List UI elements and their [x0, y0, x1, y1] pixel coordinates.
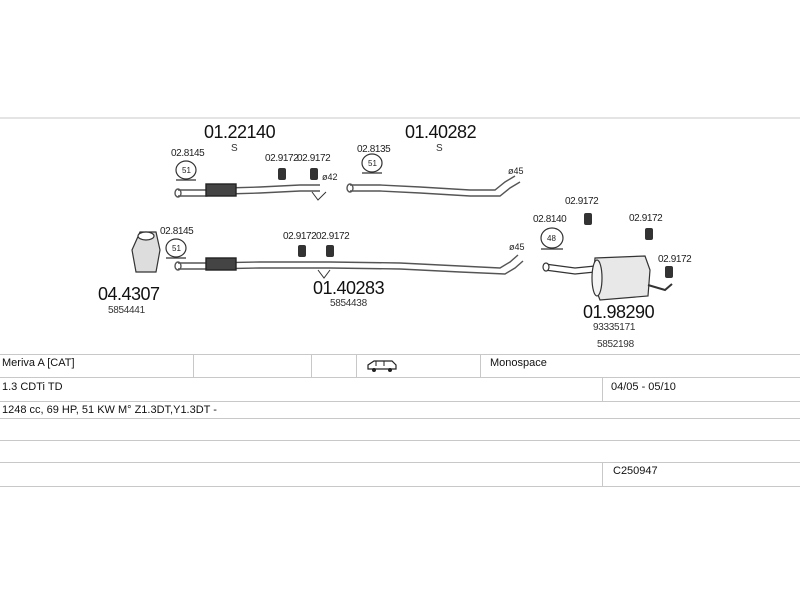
front-pipe-number: 01.22140 [204, 122, 276, 142]
rubber-hanger-5-drawing [584, 213, 592, 225]
rubber-1-number: 02.9172 [265, 153, 299, 164]
rubber-6-number: 02.9172 [629, 213, 663, 224]
van-icon [367, 360, 397, 372]
table-line [0, 462, 800, 463]
clamp-c-number: 02.8140 [533, 214, 567, 225]
clamp-c-size: 48 [547, 234, 556, 243]
diameter-45-lower: ø45 [509, 242, 525, 252]
rubber-7-number: 02.9172 [658, 254, 692, 265]
catalyst-drawing [131, 231, 161, 273]
catalog-code: C250947 [613, 465, 658, 477]
table-divider [356, 354, 357, 377]
table-line [0, 354, 800, 355]
rubber-hanger-3-drawing [298, 245, 306, 257]
rear-silencer-number: 01.98290 [583, 302, 655, 322]
front-pipe-suffix: S [231, 143, 238, 154]
table-line [0, 486, 800, 487]
rubber-hanger-1-drawing [278, 168, 286, 180]
rear-pipe-upper-suffix: S [436, 143, 443, 154]
rubber-hanger-7-drawing [665, 266, 673, 278]
clamp-c-drawing [540, 227, 564, 250]
clamp-a1-drawing [175, 160, 197, 181]
clamp-a1-number: 02.8145 [171, 148, 205, 159]
diameter-42: ø42 [322, 172, 338, 182]
engine-details: 1248 cc, 69 HP, 51 KW M° Z1.3DT,Y1.3DT - [2, 404, 217, 416]
rubber-3-number: 02.9172 [283, 231, 317, 242]
table-divider [311, 354, 312, 377]
clamp-b-drawing [361, 153, 383, 174]
table-divider [602, 462, 603, 486]
clamp-a2-number: 02.8145 [160, 226, 194, 237]
catalyst-number: 04.4307 [98, 284, 160, 304]
table-line [0, 440, 800, 441]
rear-silencer-oem-1: 93335171 [593, 322, 636, 333]
table-divider [602, 377, 603, 401]
table-divider [480, 354, 481, 377]
clamp-b-number: 02.8135 [357, 144, 391, 155]
rear-silencer-drawing [542, 255, 673, 301]
engine: 1.3 CDTi TD [2, 381, 63, 393]
table-line [0, 418, 800, 419]
rubber-5-number: 02.9172 [565, 196, 599, 207]
front-pipe [174, 183, 320, 198]
vehicle-model: Meriva A [CAT] [2, 357, 75, 369]
table-line [0, 401, 800, 402]
mid-pipe-oem: 5854438 [330, 298, 367, 309]
clamp-a2-size: 51 [172, 244, 181, 253]
clamp-b-size: 51 [368, 159, 377, 168]
rear-pipe-upper [346, 175, 521, 197]
rubber-hanger-2-drawing [310, 168, 318, 180]
rubber-hanger-6-drawing [645, 228, 653, 240]
production-years: 04/05 - 05/10 [611, 381, 676, 393]
mid-pipe [174, 254, 524, 275]
rear-silencer-oem-2: 5852198 [597, 339, 634, 350]
rubber-hanger-4-drawing [326, 245, 334, 257]
mid-pipe-number: 01.40283 [313, 278, 385, 298]
clamp-a1-size: 51 [182, 166, 191, 175]
clamp-a2-drawing [165, 238, 187, 259]
table-line [0, 377, 800, 378]
rubber-2-number: 02.9172 [297, 153, 331, 164]
body-type: Monospace [490, 357, 547, 369]
table-divider [193, 354, 194, 377]
rear-pipe-upper-number: 01.40282 [405, 122, 477, 142]
rubber-4-number: 02.9172 [316, 231, 350, 242]
diameter-45-upper: ø45 [508, 166, 524, 176]
catalyst-oem: 5854441 [108, 305, 145, 316]
